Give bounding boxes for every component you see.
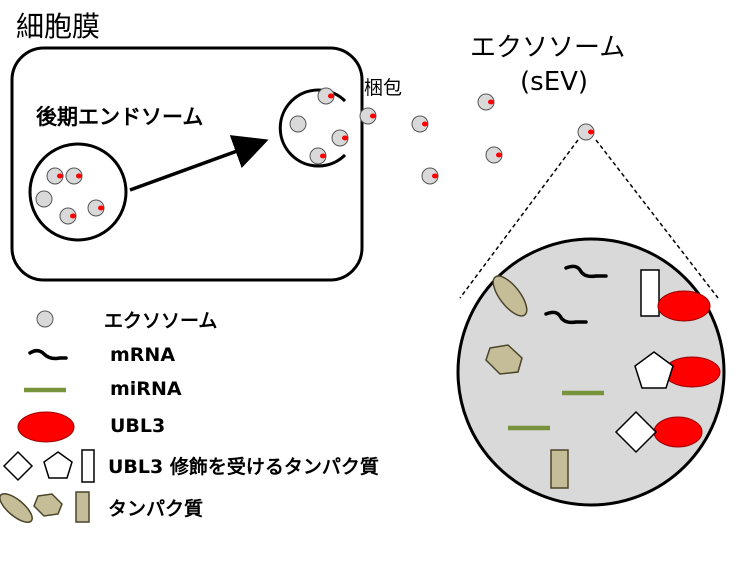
ubl3-modified-pentagon	[634, 351, 674, 389]
ubl3-icon	[17, 411, 75, 443]
late-endosome	[28, 142, 128, 242]
cell-membrane	[10, 46, 364, 282]
zoom-line-right	[595, 139, 719, 299]
protein-hexagon-icon	[33, 493, 63, 517]
legend-item-ubl3: UBL3	[17, 411, 165, 443]
ubl3-ellipse	[657, 290, 711, 322]
exosome-subtitle: (sEV)	[520, 67, 588, 97]
exosome-icon	[36, 310, 54, 328]
ubl3-ellipse	[653, 416, 703, 448]
protein-ellipse-icon	[0, 493, 33, 523]
intraluminal-vesicle	[59, 207, 77, 225]
cell-membrane-label: 細胞膜	[16, 10, 100, 43]
legend-item-mirna: miRNA	[24, 378, 182, 400]
intraluminal-vesicle	[87, 199, 105, 217]
zoom-line-left	[459, 139, 579, 299]
released-exosome	[577, 123, 595, 141]
packaging-label: 梱包	[364, 77, 402, 99]
legend-item-exosome: エクソソーム	[36, 310, 217, 332]
rectangle-icon	[81, 449, 95, 483]
legend-item-proteins: タンパク質	[0, 491, 203, 523]
ubl3-ellipse	[663, 356, 721, 388]
released-exosome	[421, 167, 439, 185]
legend-label: UBL3	[110, 415, 165, 437]
legend-label: UBL3 修飾を受けるタンパク質	[108, 455, 379, 478]
intraluminal-vesicle	[289, 115, 307, 133]
released-exosome	[477, 93, 495, 111]
zoomed-exosome	[456, 237, 726, 507]
protein-hexagon	[485, 344, 523, 375]
legend-label: miRNA	[110, 378, 182, 400]
legend: エクソソーム mRNA miRNA UBL3 UBL3 修飾を受けるタンパク質 …	[0, 310, 379, 523]
ubl3-modified-diamond	[614, 410, 658, 454]
mrna-icon	[28, 349, 68, 361]
legend-label: mRNA	[110, 344, 175, 366]
late-endosome-label: 後期エンドソーム	[36, 105, 203, 129]
exosome-title: エクソソーム	[470, 33, 625, 63]
intraluminal-vesicle	[46, 167, 64, 185]
diamond-icon	[2, 450, 34, 482]
intraluminal-vesicle	[65, 167, 83, 185]
legend-label: タンパク質	[108, 497, 203, 520]
ubl3-modified-rectangle	[640, 269, 660, 317]
intraluminal-vesicle	[331, 129, 349, 147]
pentagon-icon	[43, 451, 73, 479]
protein-rectangle-icon	[75, 491, 90, 523]
released-exosome	[485, 146, 503, 164]
intraluminal-vesicle	[359, 107, 377, 125]
intraluminal-vesicle	[309, 147, 327, 165]
protein-ellipse	[492, 275, 528, 317]
intraluminal-vesicle	[35, 190, 53, 208]
released-exosome	[411, 115, 429, 133]
mrna-strand	[544, 310, 588, 325]
legend-label: エクソソーム	[104, 310, 217, 332]
legend-item-ubl3-modified: UBL3 修飾を受けるタンパク質	[2, 449, 379, 483]
mrna-strand	[564, 264, 608, 279]
protein-rectangle	[550, 449, 569, 489]
intraluminal-vesicle	[317, 87, 335, 105]
fusing-endosome	[278, 87, 377, 168]
legend-item-mrna: mRNA	[28, 344, 175, 366]
transport-arrow	[129, 135, 269, 192]
